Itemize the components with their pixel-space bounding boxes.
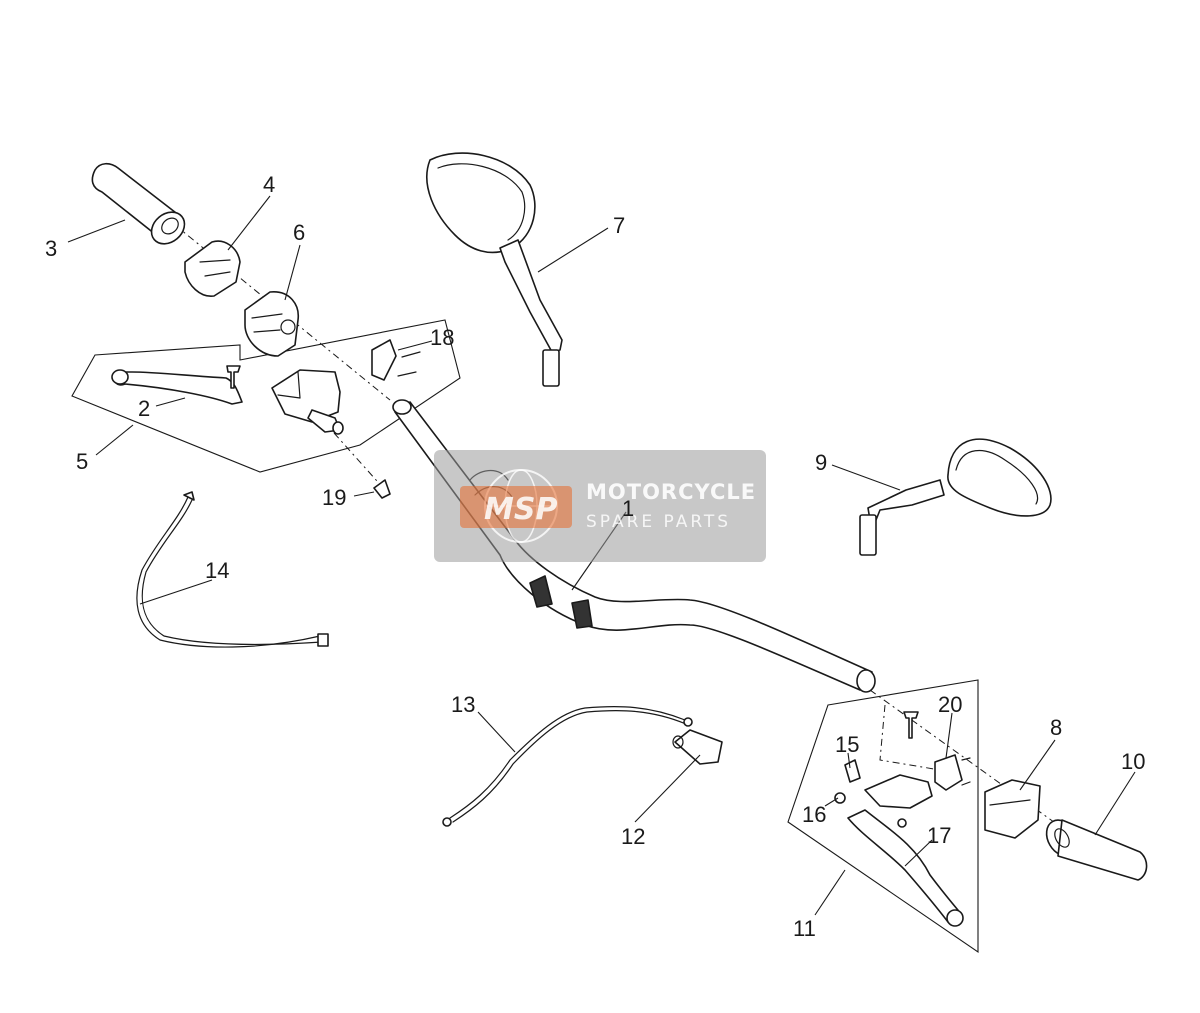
right-lever-group-outline: [787, 679, 979, 954]
leader-9: [831, 464, 901, 491]
leader-17: [904, 839, 933, 867]
left-lever[interactable]: [111, 369, 243, 405]
callout-11[interactable]: 11: [793, 916, 816, 941]
watermark-logo: MSP: [484, 492, 557, 527]
pivot-nut[interactable]: [897, 818, 907, 828]
leader-20: [945, 712, 953, 759]
callout-5[interactable]: 5: [76, 449, 88, 474]
callout-20[interactable]: 20: [938, 692, 962, 717]
watermark-title: MOTORCYCLE: [586, 480, 756, 504]
callout-14[interactable]: 14: [205, 558, 229, 583]
watermark-panel: [434, 450, 766, 562]
right-bracket-screw[interactable]: [903, 711, 919, 739]
throttle-cable[interactable]: [442, 706, 693, 827]
leader-5: [95, 424, 134, 456]
callout-10[interactable]: 10: [1121, 749, 1145, 774]
callout-17[interactable]: 17: [927, 823, 951, 848]
callout-6[interactable]: 6: [293, 220, 305, 245]
callout-18[interactable]: 18: [430, 325, 454, 350]
adjuster-screw[interactable]: [844, 759, 861, 783]
right-mirror[interactable]: [859, 438, 1052, 556]
leader-2: [155, 397, 186, 407]
leader-4: [227, 195, 271, 251]
callout-19[interactable]: 19: [322, 485, 346, 510]
leader-8: [1019, 739, 1056, 791]
right-mirror-clamp[interactable]: [934, 754, 971, 791]
left-cable[interactable]: [136, 491, 329, 648]
right-assembly-axis: [869, 689, 1066, 831]
leader-13: [477, 711, 516, 753]
stop-switch-left[interactable]: [373, 479, 391, 499]
leader-6: [284, 244, 301, 301]
cable-end-fitting[interactable]: [672, 729, 723, 765]
lever-screw[interactable]: [226, 365, 241, 389]
watermark-logo-badge: [460, 486, 572, 528]
leader-19: [353, 491, 375, 497]
callout-8[interactable]: 8: [1050, 715, 1062, 740]
leader-7: [537, 227, 609, 273]
callout-13[interactable]: 13: [451, 692, 475, 717]
left-lever-group-outline: [71, 319, 461, 473]
leader-18: [397, 340, 433, 351]
leader-10: [1094, 771, 1136, 836]
lever-nut[interactable]: [834, 792, 846, 804]
callout-15[interactable]: 15: [835, 732, 859, 757]
watermark-subtitle: SPARE PARTS: [586, 512, 731, 532]
left-grip[interactable]: [91, 162, 190, 251]
callout-12[interactable]: 12: [621, 824, 645, 849]
callout-1[interactable]: 1: [622, 496, 634, 521]
callout-9[interactable]: 9: [815, 450, 827, 475]
leader-15: [847, 752, 851, 769]
leader-14: [139, 579, 213, 605]
mirror-clamp-left[interactable]: [371, 339, 421, 381]
right-grip[interactable]: [1040, 815, 1148, 881]
throttle-housing[interactable]: [184, 240, 241, 297]
left-switch-housing[interactable]: [244, 291, 299, 357]
callout-4[interactable]: 4: [263, 172, 275, 197]
right-lever-bracket[interactable]: [864, 774, 933, 809]
watermark: MSP MOTORCYCLE SPARE PARTS: [434, 450, 766, 562]
leader-11: [814, 869, 846, 916]
leader-16: [824, 797, 839, 807]
left-mirror[interactable]: [426, 152, 563, 387]
right-axis-20: [879, 704, 941, 771]
right-switch-housing[interactable]: [984, 779, 1041, 839]
leader-12: [634, 754, 701, 823]
leader-3: [67, 219, 126, 243]
left-master-cylinder[interactable]: [271, 369, 344, 435]
callout-7[interactable]: 7: [613, 213, 625, 238]
callout-2[interactable]: 2: [138, 396, 150, 421]
callout-3[interactable]: 3: [45, 236, 57, 261]
callout-16[interactable]: 16: [802, 802, 826, 827]
